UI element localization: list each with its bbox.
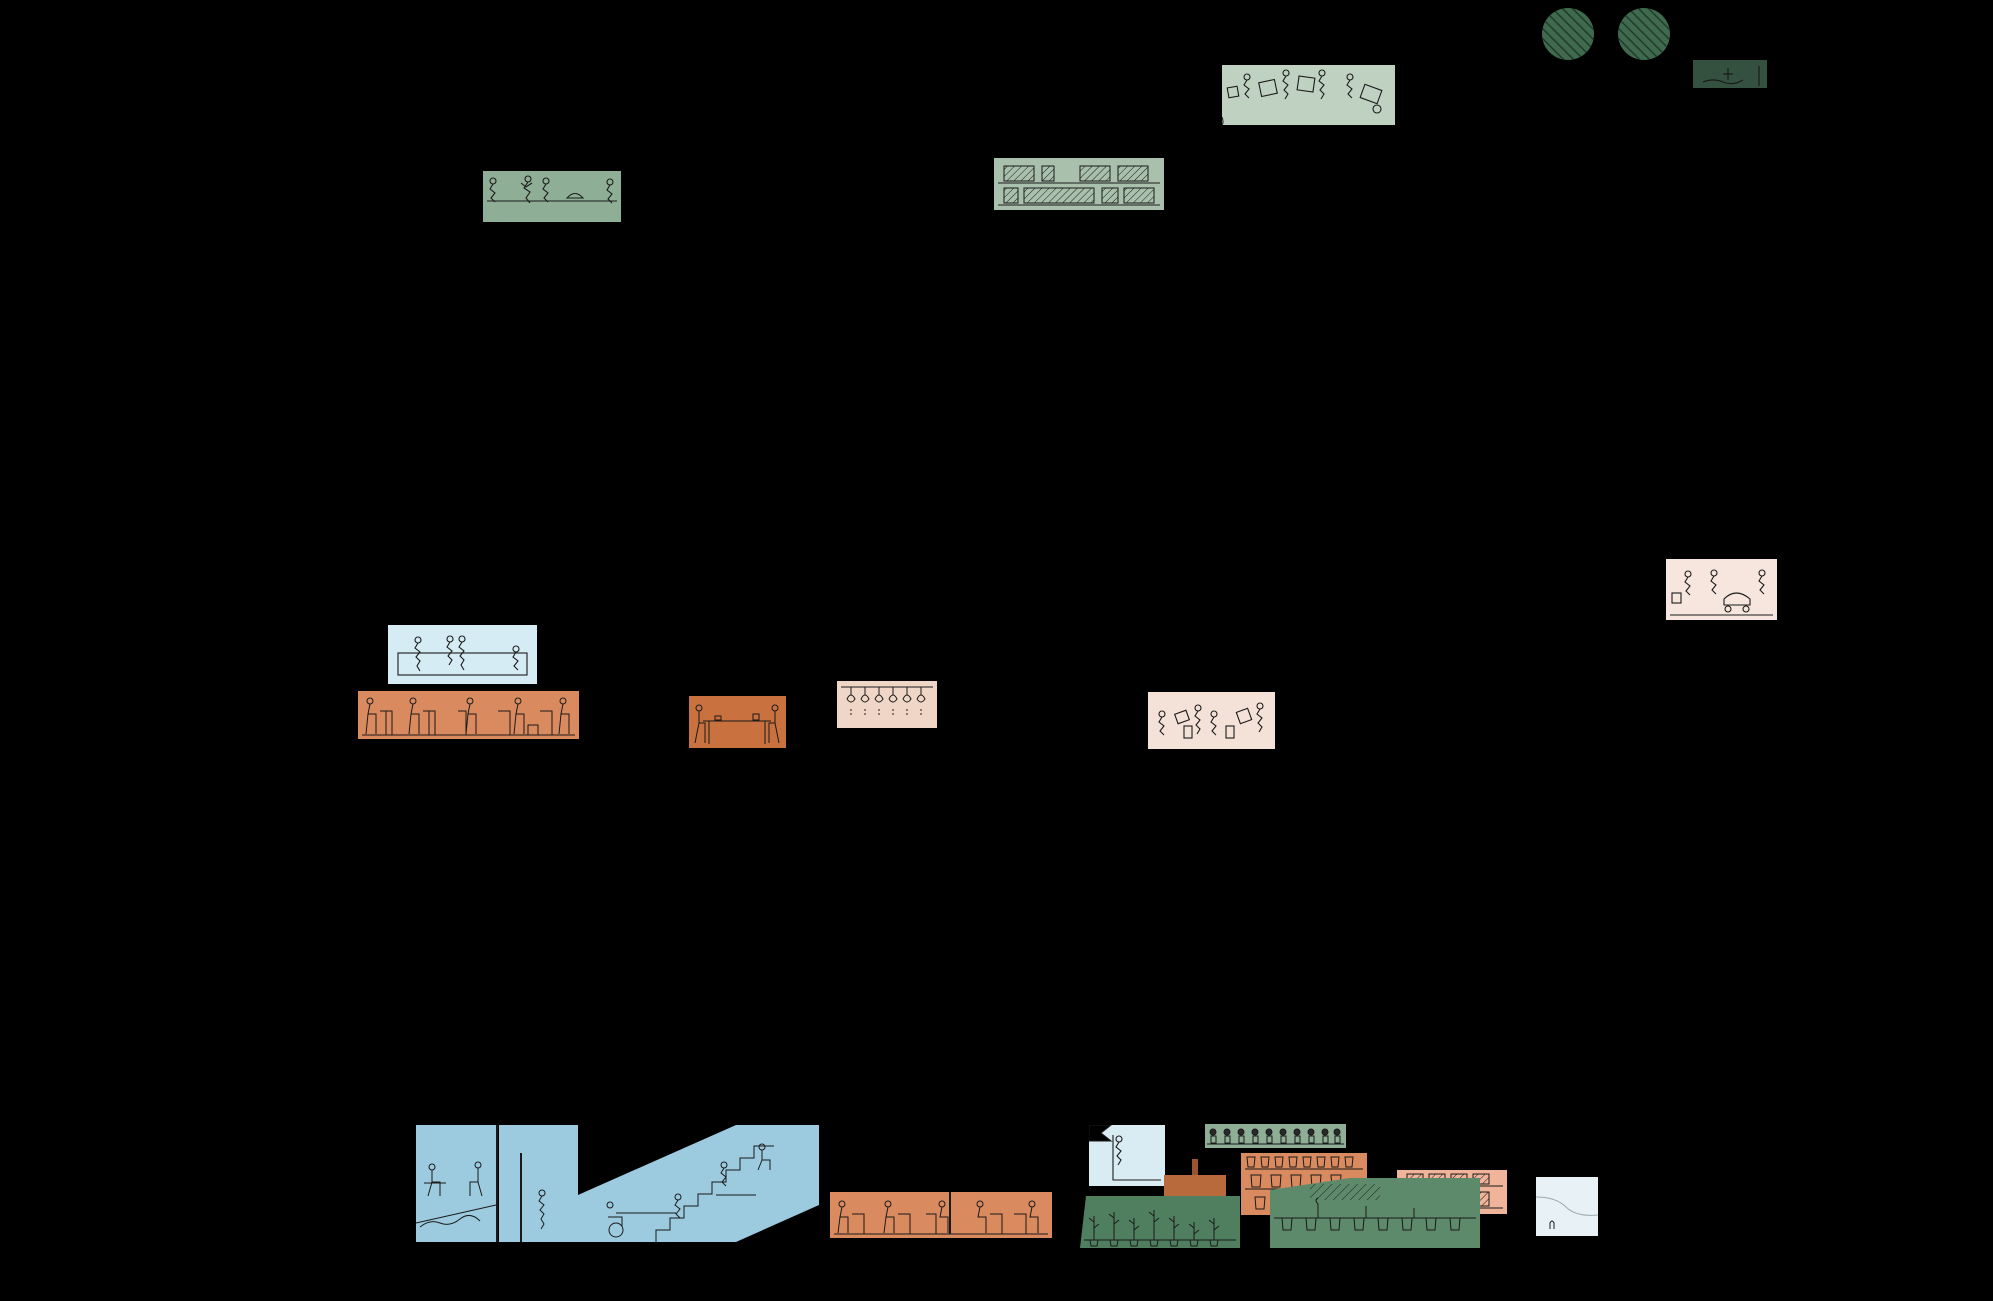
plant-shelf-vignette: [1205, 1124, 1346, 1148]
ice-small-vignette: [1536, 1177, 1598, 1236]
person-figure-icon: [542, 177, 550, 203]
blush-cart-vignette: [1666, 559, 1777, 620]
seated-person-icon: [424, 1163, 446, 1197]
ice-tall-vignette: [1089, 1125, 1165, 1186]
person-figure-icon: [520, 175, 533, 204]
flag-icon: [1089, 1125, 1113, 1142]
person-figure-icon: [606, 178, 614, 204]
peach-hanging-vignette: [837, 681, 937, 728]
stair-icon: [655, 1145, 774, 1242]
sage-moving-boxes-vignette: [1222, 65, 1395, 125]
blush-crafting-vignette: [1148, 692, 1275, 749]
blue-section-vignette: [416, 1125, 819, 1242]
green-planter-vignette: [1270, 1178, 1480, 1248]
brown-crate-vignette: [1164, 1159, 1226, 1201]
hatched-circle-icon-1: [1540, 6, 1596, 62]
hatched-circle-icon-2: [1616, 6, 1672, 62]
person-figure-icon: [489, 177, 497, 203]
rust-meeting-vignette: [689, 696, 786, 748]
sage-shelving-vignette: [994, 158, 1164, 210]
bowl-icon: [565, 192, 585, 199]
person-figure-icon: [1115, 1135, 1123, 1166]
plant-icon: [1088, 1210, 1220, 1247]
terracotta-classroom-vignette: [358, 691, 579, 739]
dark-swatch-icon: [1693, 60, 1767, 88]
terracotta-lower-vignette: [830, 1192, 1052, 1238]
green-greenhouse-vignette: [1080, 1196, 1240, 1248]
pale-blue-counter-vignette: [388, 625, 537, 684]
wheelchair-icon: [606, 1201, 624, 1238]
sage-market-vignette: [483, 171, 621, 222]
